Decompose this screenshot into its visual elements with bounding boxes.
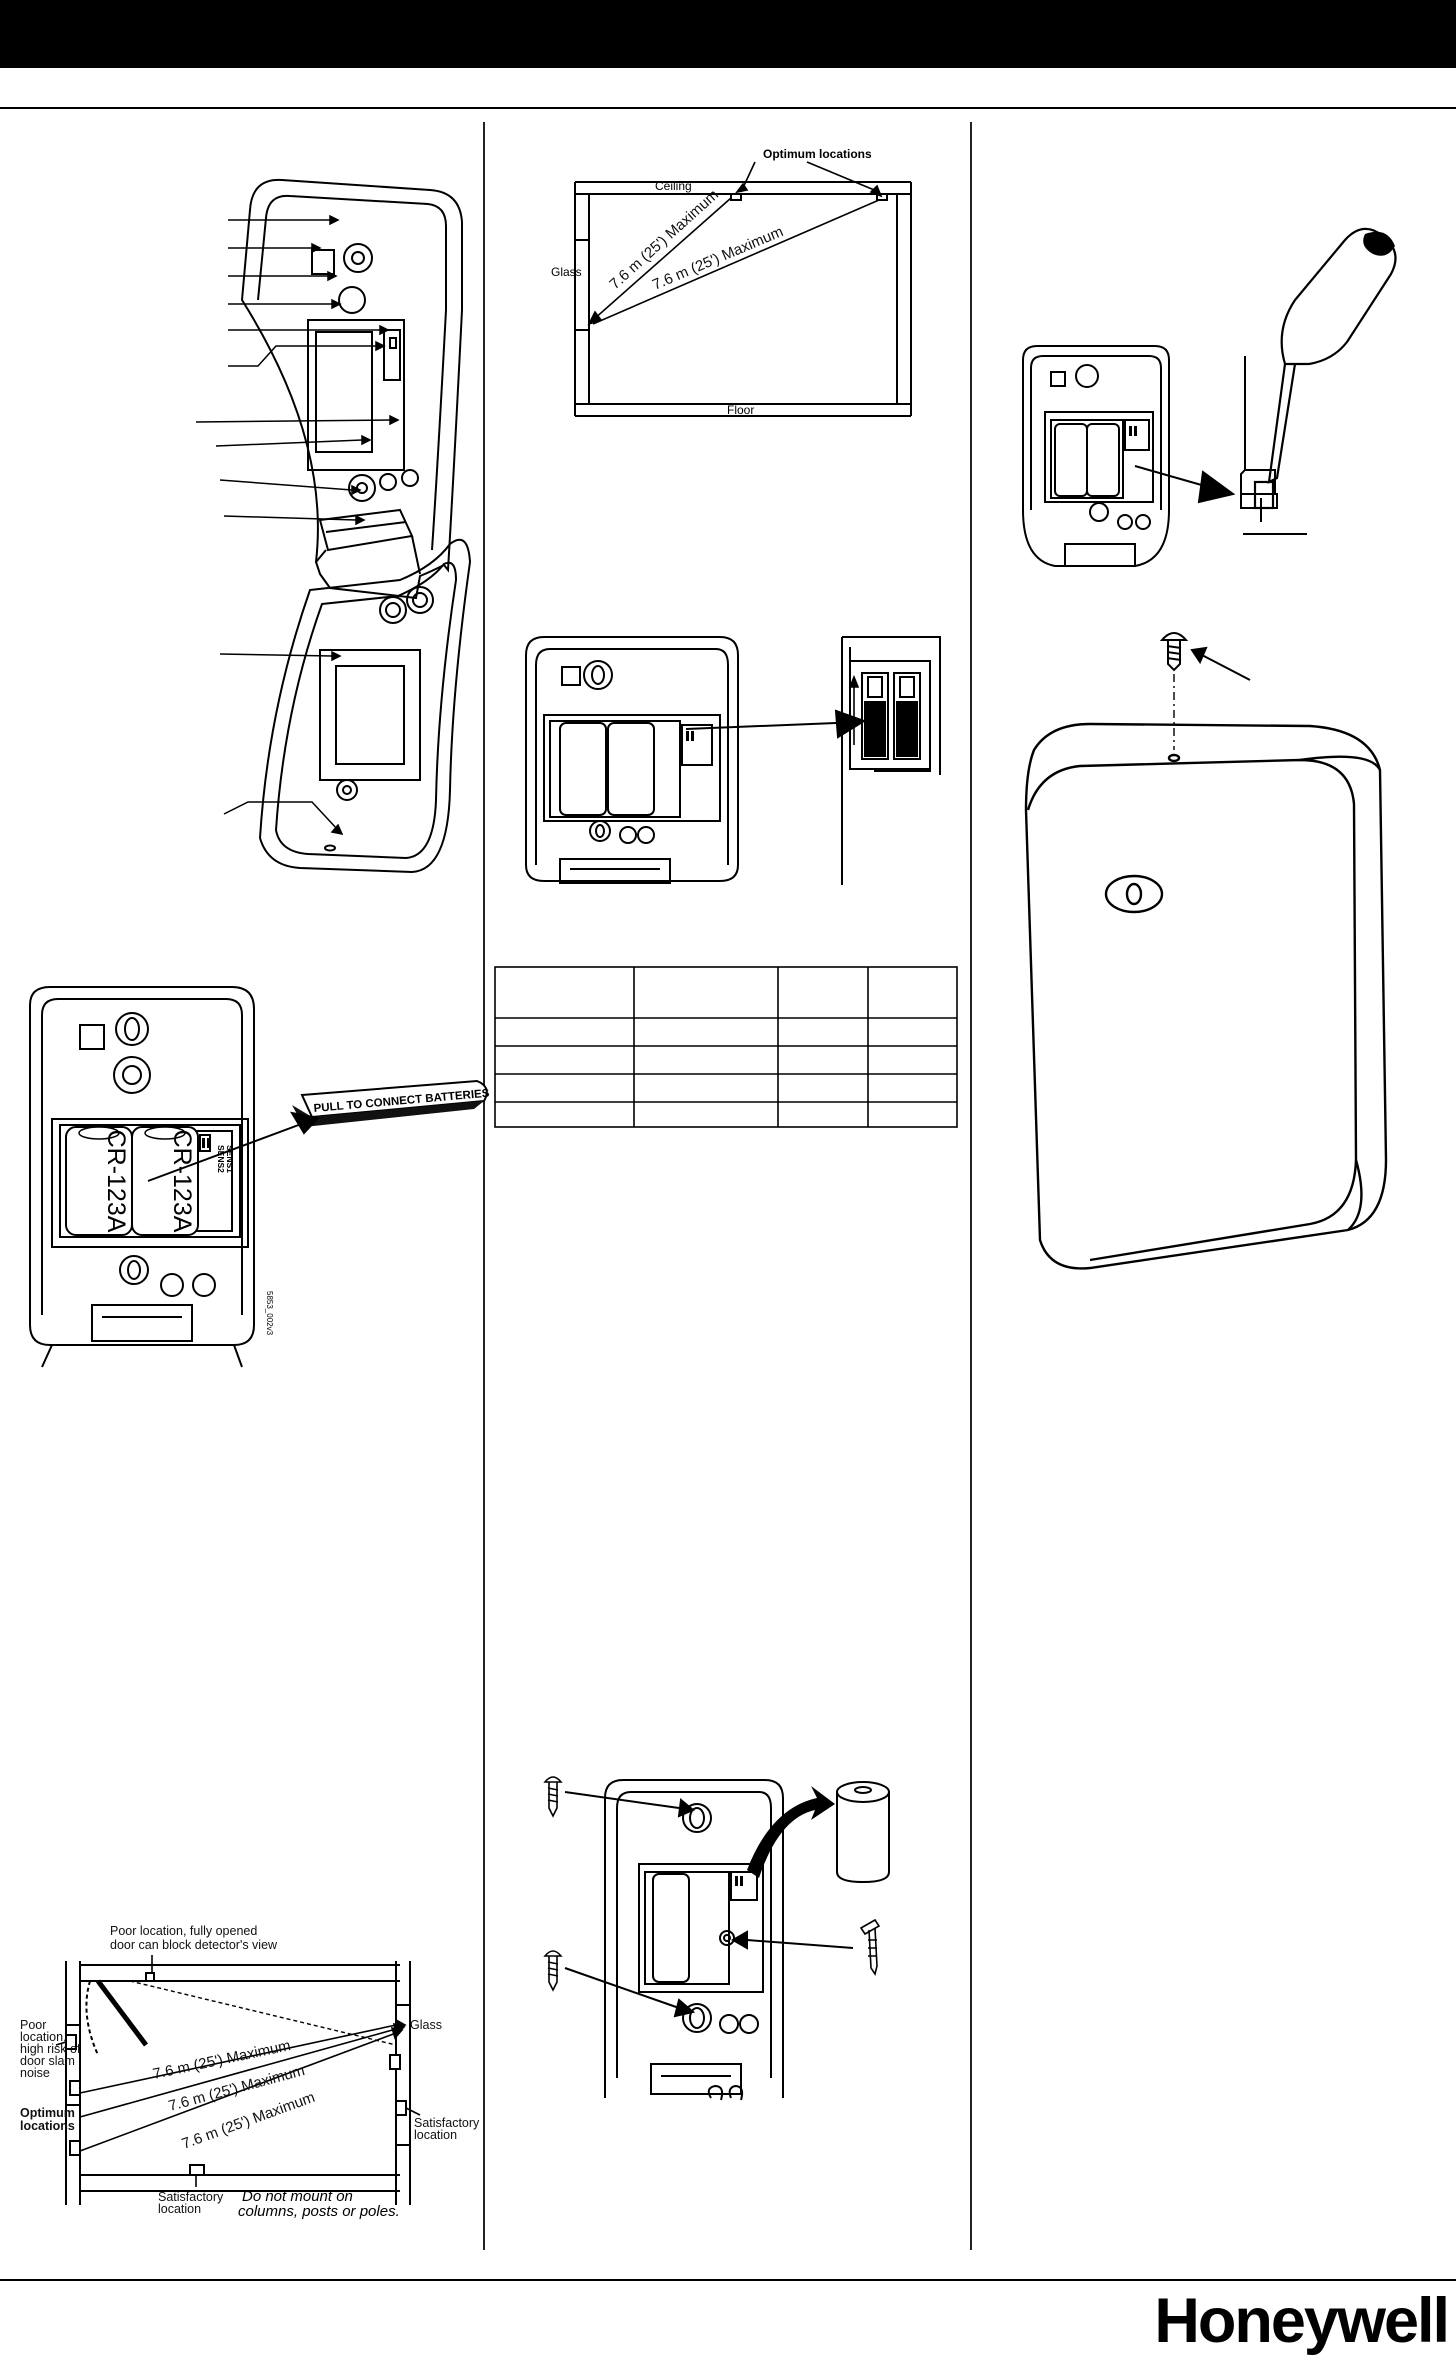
label-no-mount-2: columns, posts or poles. <box>238 2203 400 2220</box>
label-poor-slam-3: high risk of <box>20 2042 81 2056</box>
label-glass-top: Glass <box>551 265 582 279</box>
footer-rule <box>0 2279 1456 2281</box>
brand-logo: Honeywell <box>1154 2286 1450 2356</box>
figure-open-detector <box>195 178 472 874</box>
label-optimum-2: locations <box>20 2119 75 2133</box>
switch-label-sens2: SENS2 <box>216 1145 226 1173</box>
label-poor-slam-5: noise <box>20 2066 50 2080</box>
label-optimum-1: Optimum <box>20 2106 75 2120</box>
screw-icon-right <box>859 1918 881 1976</box>
label-floor: Floor <box>727 403 754 417</box>
header-bar <box>0 0 1456 68</box>
label-poor-slam-1: Poor <box>20 2018 46 2032</box>
settings-table <box>494 966 958 1128</box>
figure-code: 5853_002v3 <box>265 1291 274 1336</box>
label-satisfactory-bottom-2: location <box>158 2202 201 2216</box>
figure-screwdriver <box>1022 227 1397 567</box>
figure-sensitivity-switch <box>525 636 941 885</box>
battery-cell <box>836 1781 890 1884</box>
figure-room-elevation: Optimum locations Ceiling Floor Glass 7.… <box>551 147 912 417</box>
screw-icon-lower <box>543 1950 563 1992</box>
battery-right <box>131 1126 199 1236</box>
column-divider-left <box>483 122 485 2250</box>
label-satisfactory-bottom-1: Satisfactory <box>158 2190 224 2204</box>
label-no-mount-1: Do not mount on <box>242 2188 353 2205</box>
label-satisfactory-right-2: location <box>414 2128 457 2142</box>
pull-tab: PULL TO CONNECT BATTERIES <box>292 1079 490 1127</box>
figure-closed-detector <box>1024 632 1388 1270</box>
label-optimum-locations: Optimum locations <box>763 147 872 161</box>
header-rule <box>0 107 1456 109</box>
screw-icon <box>543 1776 563 1818</box>
switch-label-sens1: SENS1 <box>225 1145 235 1173</box>
figure-floor-plan: Poor location, fully opened door can blo… <box>20 1924 480 2220</box>
figure-pull-tab: CR-123A CR-123A SENS2 SENS1 5853_002v3 P… <box>29 986 490 1368</box>
label-poor-slam-2: location, <box>20 2030 67 2044</box>
label-poor-slam-4: door slam <box>20 2054 75 2068</box>
battery-left <box>65 1126 133 1236</box>
label-poor-door-view-1: Poor location, fully opened <box>110 1924 257 1938</box>
label-poor-door-view-2: door can block detector's view <box>110 1938 278 1952</box>
figure-mounting-screws <box>543 1776 890 2101</box>
battery-right-label: CR-123A <box>168 1130 196 1233</box>
label-ceiling: Ceiling <box>655 179 692 193</box>
column-divider-right <box>970 122 972 2250</box>
label-satisfactory-right-1: Satisfactory <box>414 2116 480 2130</box>
cover-screw-icon <box>1159 632 1189 672</box>
label-glass: Glass <box>410 2018 442 2032</box>
battery-left-label: CR-123A <box>102 1130 130 1233</box>
